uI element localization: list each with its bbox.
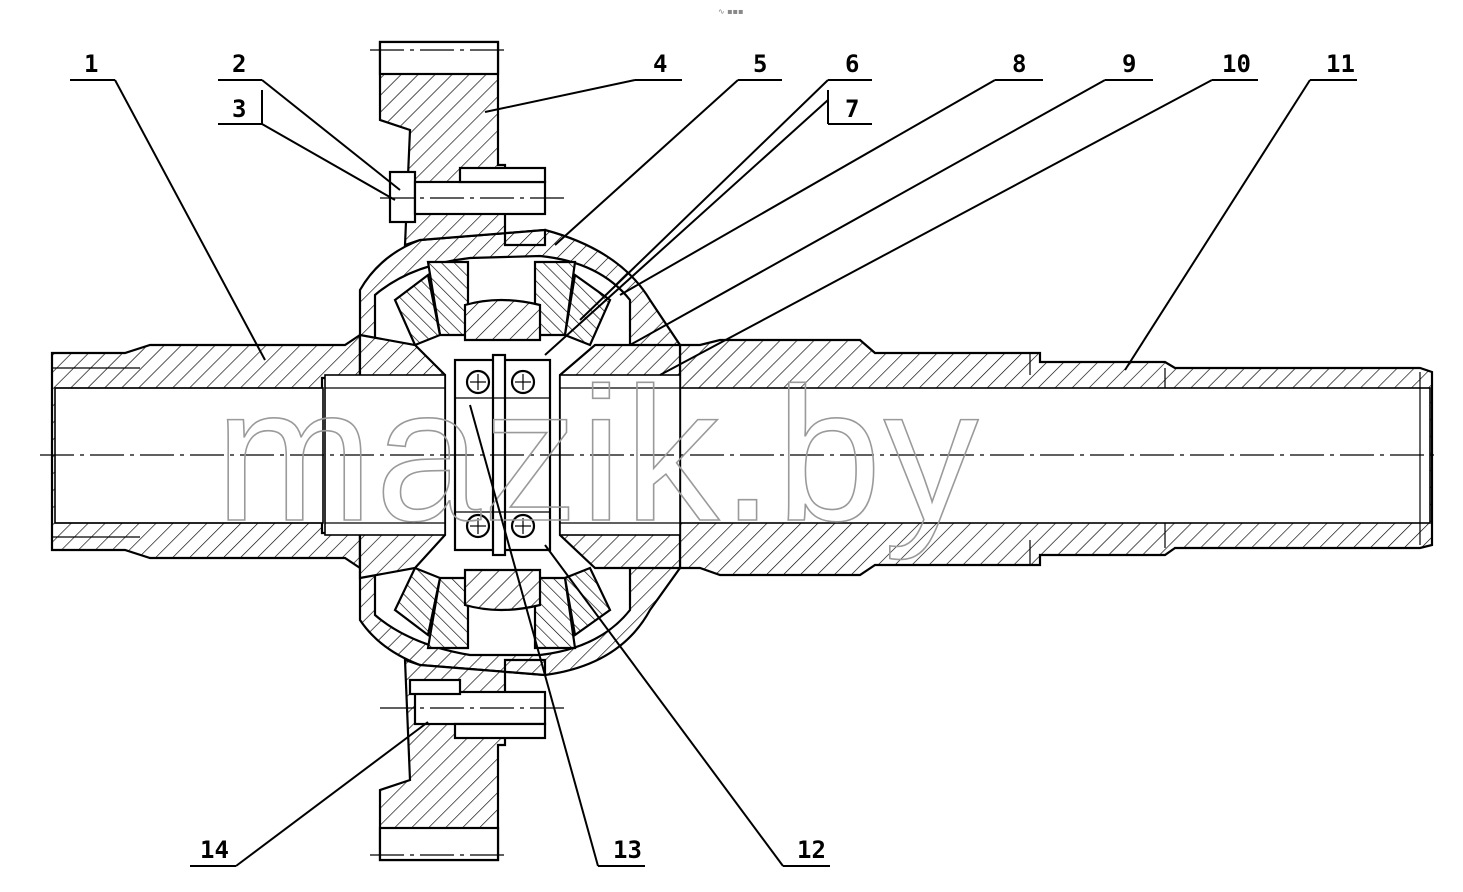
satellite-gears: [393, 260, 612, 650]
callout-13: 13: [613, 836, 642, 864]
callout-labels: 1 2 3 4 5 6 7 8 9 10 11 12 13 14: [84, 50, 1355, 864]
callout-7: 7: [845, 95, 859, 123]
bearing-balls: [465, 369, 536, 539]
callout-10: 10: [1222, 50, 1251, 78]
watermark: mazik.by: [215, 349, 981, 561]
callout-11: 11: [1326, 50, 1355, 78]
callout-12: 12: [797, 836, 826, 864]
callout-8: 8: [1012, 50, 1026, 78]
leader-lines: [70, 79, 1357, 867]
callout-6: 6: [845, 50, 859, 78]
callout-4: 4: [653, 50, 667, 78]
callout-5: 5: [753, 50, 767, 78]
upper-bolt: [388, 166, 547, 224]
callout-9: 9: [1122, 50, 1136, 78]
callout-1: 1: [84, 50, 98, 78]
right-axle-shaft: [638, 338, 1434, 577]
top-glyph: ∿ ▪▪▪: [718, 7, 744, 16]
callout-14: 14: [200, 836, 229, 864]
callout-2: 2: [232, 50, 246, 78]
callout-3: 3: [232, 95, 246, 123]
center-axes: [40, 49, 1440, 856]
